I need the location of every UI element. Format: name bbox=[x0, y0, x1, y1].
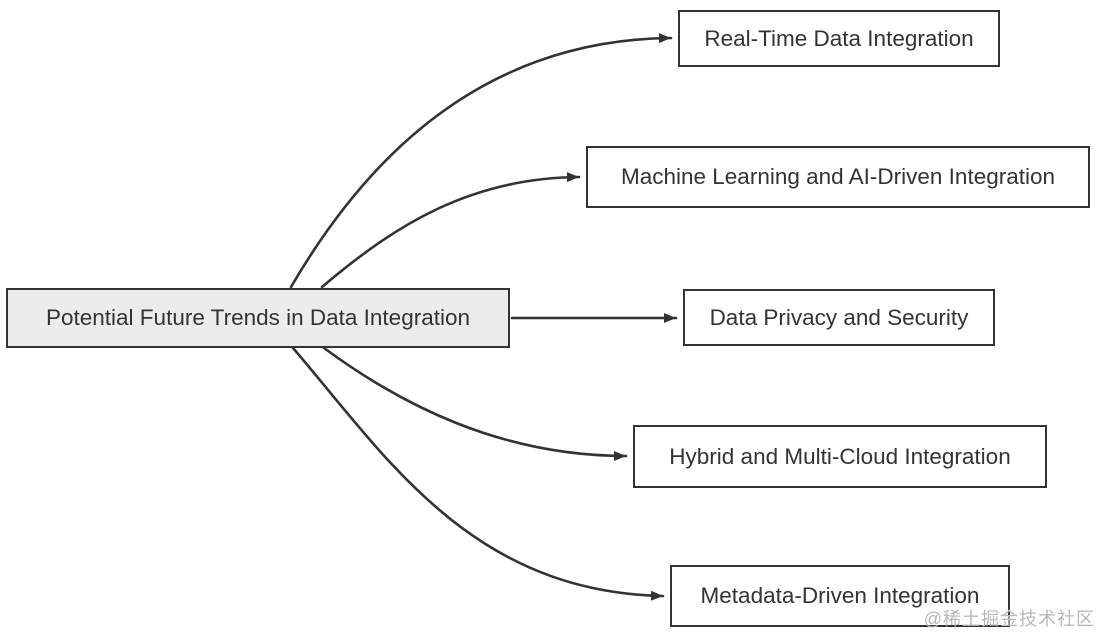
node-label: Machine Learning and AI-Driven Integrati… bbox=[620, 164, 1055, 189]
watermark: @稀土掘金技术社区 bbox=[923, 609, 1095, 629]
node-real-time-data-integration: Real-Time Data Integration bbox=[678, 10, 1000, 67]
node-hybrid-multi-cloud-integration: Hybrid and Multi-Cloud Integration bbox=[633, 425, 1047, 488]
node-label: Real-Time Data Integration bbox=[704, 25, 974, 51]
node-data-privacy-and-security: Data Privacy and Security bbox=[683, 289, 995, 346]
node-label: Data Privacy and Security bbox=[709, 304, 969, 330]
node-label: Hybrid and Multi-Cloud Integration bbox=[669, 443, 1011, 469]
node-machine-learning-ai-driven-integration: Machine Learning and AI-Driven Integrati… bbox=[586, 146, 1090, 208]
node-root-label: Potential Future Trends in Data Integrat… bbox=[46, 305, 470, 330]
edge-root-to-real-time bbox=[289, 33, 673, 289]
node-metadata-driven-integration: Metadata-Driven Integration bbox=[670, 565, 1010, 627]
edge-root-to-hybrid bbox=[322, 346, 628, 461]
edge-root-to-metadata bbox=[291, 346, 665, 601]
edge-root-to-ml-ai bbox=[320, 172, 581, 289]
node-label: Metadata-Driven Integration bbox=[700, 583, 980, 608]
node-root: Potential Future Trends in Data Integrat… bbox=[6, 288, 510, 348]
